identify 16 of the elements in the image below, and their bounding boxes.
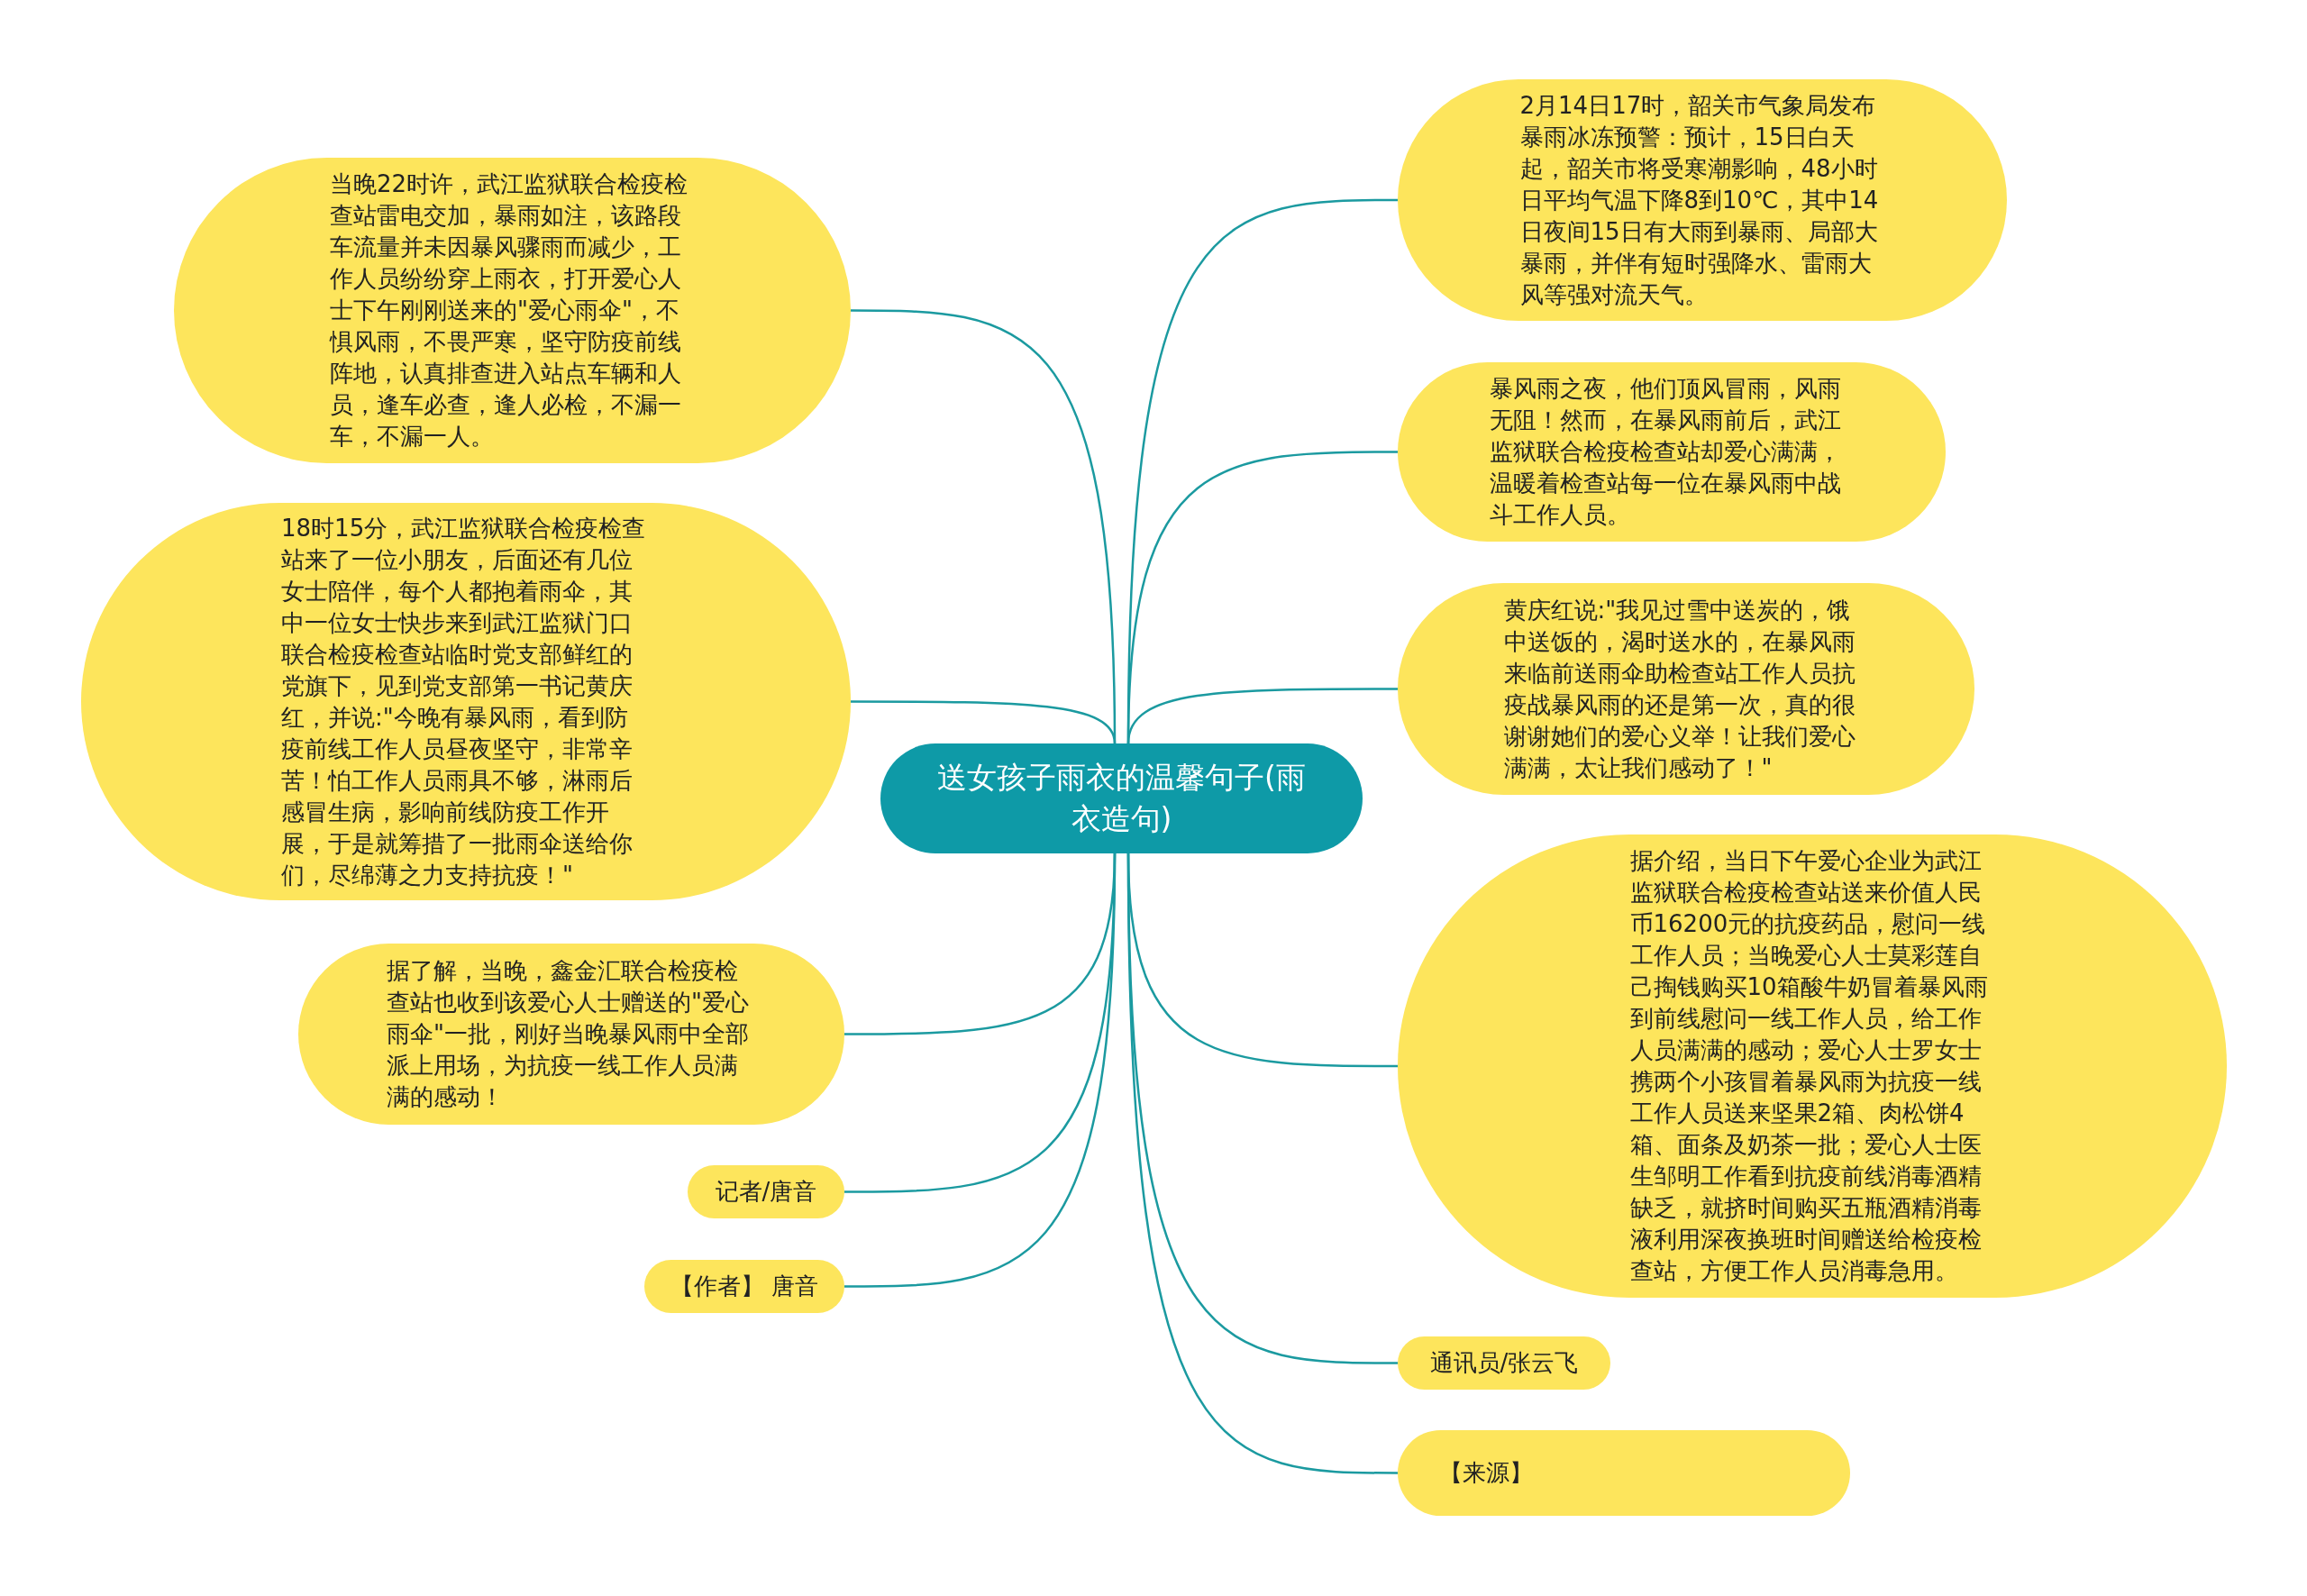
connector-line — [1126, 688, 1398, 744]
connector-line — [851, 700, 1117, 744]
text-bubble: 据了解，当晚，鑫金汇联合检疫检查站也收到该爱心人士赠送的"爱心雨伞"一批，刚好当晚暴风雨中全部派上用场，为抗疫一线工作人员满满的感动！ — [298, 944, 844, 1125]
text-bubble: 2月14日17时，韶关市气象局发布暴雨冰冻预警：预计，15日白天起，韶关市将受寒潮影响，48小时日平均气温下降8到10℃，其中14日夜间15日有大雨到暴雨、局部大暴雨，并伴有短时强降水、雷雨大风等强对流天气。 — [1398, 79, 2007, 321]
text-bubble: 通讯员/张云飞 — [1398, 1336, 1610, 1390]
text-bubble: 【作者】 唐音 — [644, 1260, 844, 1313]
topic-bubble: 送女孩子雨衣的温馨句子(雨衣造句) — [880, 743, 1363, 853]
text-bubble: 据介绍，当日下午爱心企业为武江监狱联合检疫检查站送来价值人民币16200元的抗疫药品，慰问一线工作人员；当晚爱心人士莫彩莲自己掏钱购买10箱酸牛奶冒着暴风雨到前线慰问一线工作人员，给工作人员满满的感动；爱心人士罗女士携两个小孩冒着暴风雨为抗疫一线工作人员送来坚果2箱、肉松饼4箱、面条及奶茶一批；爱心人士医生邹明工作看到抗疫前线消毒酒精缺乏，就挤时间购买五瓶酒精消毒液利用深夜换班时间赠送给检疫检查站，方便工作人员消毒急用。 — [1398, 834, 2227, 1298]
text-bubble: 当晚22时许，武江监狱联合检疫检查站雷电交加，暴雨如注，该路段车流量并未因暴风骤雨而减少，工作人员纷纷穿上雨衣，打开爱心人士下午刚刚送来的"爱心雨伞"，不惧风雨，不畏严寒，坚守防疫前线阵地，认真排查进入站点车辆和人员，逢车必查，逢人必检，不漏一车，不漏一人。 — [174, 158, 851, 463]
text-bubble: 18时15分，武江监狱联合检疫检查站来了一位小朋友，后面还有几位女士陪伴，每个人都抱着雨伞，其中一位女士快步来到武江监狱门口联合检疫检查站临时党支部鲜红的党旗下，见到党支部第一书记黄庆红，并说:"今晚有暴风雨，看到防疫前线工作人员昼夜坚守，非常辛苦！怕工作人员雨具不够，淋雨后感冒生病，影响前线防疫工作开展，于是就筹措了一批雨伞送给你们，尽绵薄之力支持抗疫！" — [81, 503, 851, 900]
text-bubble: 【来源】 — [1398, 1430, 1850, 1516]
text-bubble: 记者/唐音 — [688, 1165, 844, 1218]
connector-line — [1126, 853, 1398, 1474]
text-bubble: 黄庆红说:"我见过雪中送炭的，饿中送饭的，渴时送水的，在暴风雨来临前送雨伞助检查站工作人员抗疫战暴风雨的还是第一次，真的很谢谢她们的爱心义举！让我们爱心满满，太让我们感动了！" — [1398, 583, 1974, 795]
connector-line — [844, 853, 1117, 1288]
text-bubble: 暴风雨之夜，他们顶风冒雨，风雨无阻！然而，在暴风雨前后，武江监狱联合检疫检查站却爱心满满，温暖着检查站每一位在暴风雨中战斗工作人员。 — [1398, 362, 1946, 542]
